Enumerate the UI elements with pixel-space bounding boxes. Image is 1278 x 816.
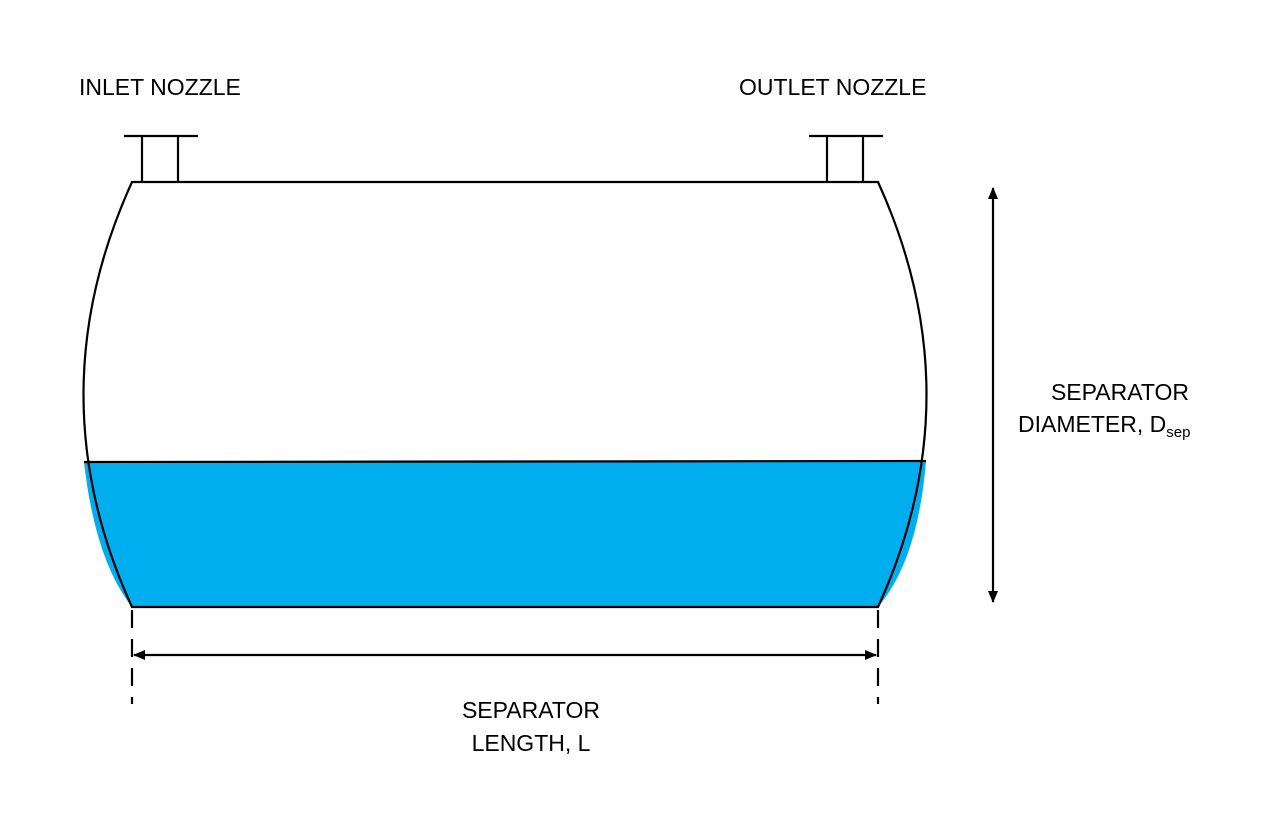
length-label-line2: LENGTH, L — [472, 730, 591, 756]
inlet-nozzle-label: INLET NOZZLE — [79, 74, 241, 100]
length-label-line1: SEPARATOR — [462, 697, 600, 723]
liquid-level-line — [83, 459, 927, 464]
inlet-nozzle — [124, 134, 198, 182]
diameter-label-subscript: sep — [1166, 424, 1190, 441]
outlet-nozzle — [809, 134, 883, 182]
diameter-label-line1: SEPARATOR — [1051, 379, 1189, 405]
diameter-label-main: DIAMETER, D — [1018, 411, 1166, 437]
diameter-label-line2: DIAMETER, Dsep — [1018, 411, 1190, 441]
vessel-outline — [82, 180, 928, 609]
liquid-fill — [84, 461, 926, 607]
outlet-nozzle-label: OUTLET NOZZLE — [739, 74, 926, 100]
